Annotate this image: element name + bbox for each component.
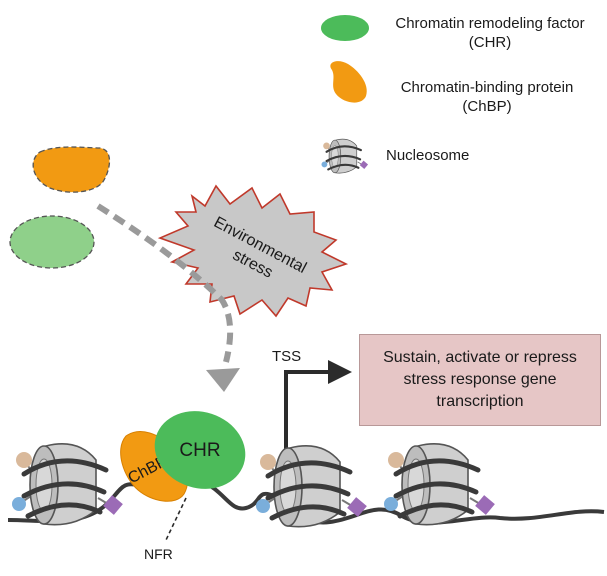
legend-nucleosome-text: Nucleosome	[386, 147, 470, 164]
nucleosome-right	[384, 444, 495, 525]
nfr-label: NFR	[144, 546, 173, 562]
chr-label: CHR	[179, 440, 220, 461]
tss-arrowhead	[328, 360, 352, 384]
legend-chr-line1: Chromatin remodeling factor	[395, 15, 585, 32]
legend-chr-line2: (CHR)	[468, 34, 512, 51]
legend-chbp-icon	[330, 61, 367, 103]
outcome-text: Sustain, activate or repress stress resp…	[383, 349, 577, 410]
recruitment-arrowhead	[206, 368, 240, 392]
dna-strand	[7, 475, 605, 525]
inactive-chr-icon	[9, 215, 95, 269]
legend-chbp-line2: (ChBP)	[462, 98, 512, 115]
recruitment-arrow	[96, 203, 234, 363]
tss-arrow	[284, 370, 330, 470]
nucleosome-middle	[256, 446, 367, 527]
legend-chr-icon	[321, 15, 369, 41]
nfr-marker	[165, 497, 187, 541]
legend-chbp-text: Chromatin-binding protein (ChBP)	[380, 78, 594, 116]
outcome-box: Sustain, activate or repress stress resp…	[359, 334, 601, 426]
tss-label: TSS	[272, 348, 302, 365]
legend-nucleosome-icon	[320, 138, 370, 175]
legend-chr-text: Chromatin remodeling factor (CHR)	[380, 14, 600, 52]
inactive-chbp-icon	[32, 146, 111, 193]
nucleosome-left	[12, 444, 123, 525]
chr-protein	[154, 411, 246, 489]
legend-chbp-line1: Chromatin-binding protein	[400, 79, 574, 96]
